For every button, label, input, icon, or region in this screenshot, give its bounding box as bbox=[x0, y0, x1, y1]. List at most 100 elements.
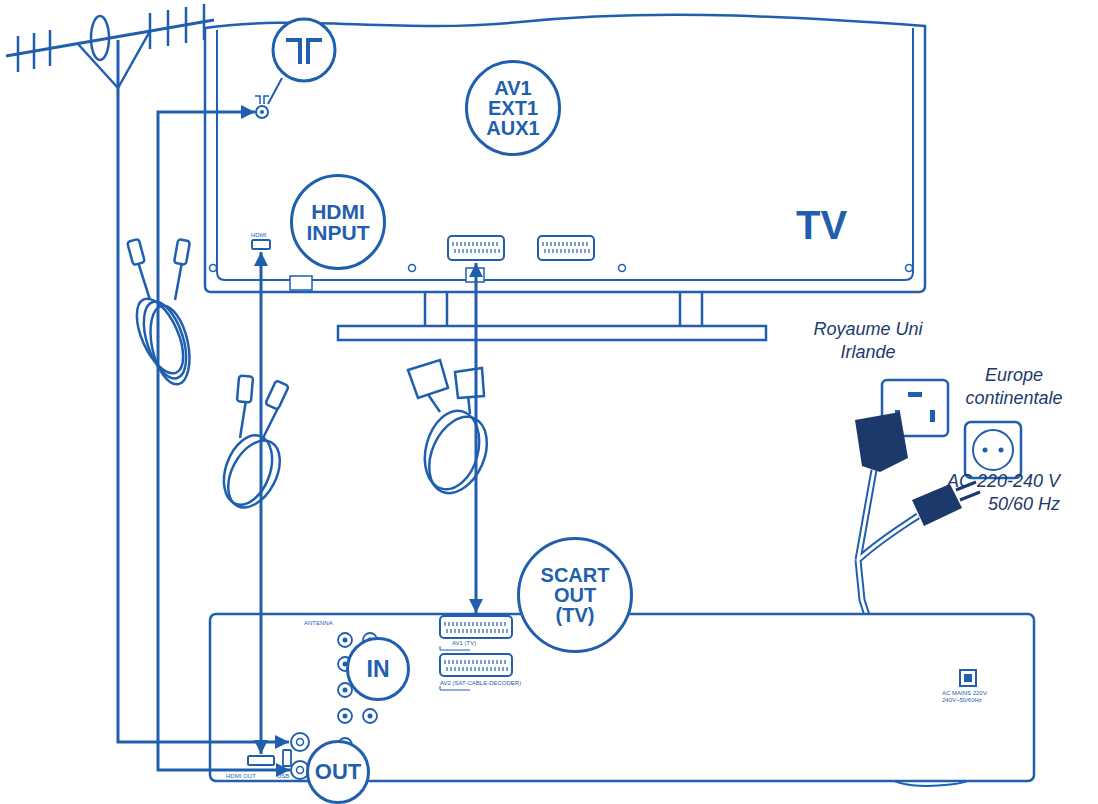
scart-pin bbox=[588, 249, 589, 253]
coax-plug bbox=[127, 239, 145, 265]
hdmi-cable bbox=[215, 375, 290, 516]
mains-pin bbox=[964, 674, 972, 682]
callout-text: AV1 EXT1 AUX1 bbox=[483, 78, 543, 138]
jack-pin bbox=[343, 714, 348, 719]
scart-pin bbox=[464, 622, 465, 626]
scart-pin bbox=[478, 249, 479, 253]
scart-pin bbox=[506, 667, 507, 671]
scart-pin bbox=[484, 622, 485, 626]
antenna-socket bbox=[256, 106, 268, 118]
scart-cable bbox=[408, 360, 498, 502]
scart-pin bbox=[542, 242, 543, 246]
scart-pin bbox=[454, 667, 455, 671]
socket-ring bbox=[973, 430, 1013, 470]
cable-loop bbox=[418, 408, 498, 502]
scart-pin bbox=[496, 660, 497, 664]
scart-pin bbox=[488, 242, 489, 246]
scart-pin bbox=[488, 622, 489, 626]
scart-pin bbox=[474, 667, 475, 671]
usb-port bbox=[283, 750, 291, 766]
voltage-label: AC 220-240 V 50/60 Hz bbox=[926, 470, 1060, 515]
scart-pin bbox=[554, 242, 555, 246]
scart-pin bbox=[586, 242, 587, 246]
scart-pin bbox=[578, 242, 579, 246]
scart-pin bbox=[476, 242, 477, 246]
notch bbox=[466, 268, 484, 282]
scart-pin bbox=[486, 667, 487, 671]
tv-panel bbox=[217, 28, 913, 280]
socket-hole bbox=[983, 448, 988, 453]
screw bbox=[409, 265, 416, 272]
callout-circle: IN bbox=[346, 637, 410, 701]
port-label: AV2 (SAT-CABLE-DECODER) bbox=[440, 680, 550, 687]
scart-pin bbox=[458, 249, 459, 253]
scart-pin bbox=[482, 629, 483, 633]
scart-pin bbox=[574, 242, 575, 246]
scart-pin bbox=[570, 242, 571, 246]
scart-pin bbox=[546, 242, 547, 246]
scart-pin bbox=[498, 629, 499, 633]
scart-pin bbox=[548, 249, 549, 253]
region-label: Royaume Uni Irlande bbox=[800, 318, 936, 363]
device-title: TV bbox=[796, 203, 866, 247]
scart-pin bbox=[544, 249, 545, 253]
cable-end bbox=[240, 400, 246, 438]
screw bbox=[210, 265, 217, 272]
scart-pin bbox=[456, 622, 457, 626]
stand-post bbox=[425, 290, 447, 328]
scart-pin bbox=[472, 660, 473, 664]
callout-circle: SCART OUT (TV) bbox=[517, 537, 633, 653]
scart-pin bbox=[490, 667, 491, 671]
jack-pin bbox=[343, 638, 348, 643]
scart-pin bbox=[506, 629, 507, 633]
stand-post bbox=[680, 290, 702, 328]
hdmi-plug bbox=[265, 380, 289, 409]
scart-pin bbox=[446, 629, 447, 633]
scart-pin bbox=[460, 622, 461, 626]
scart-pin bbox=[474, 249, 475, 253]
cable-end bbox=[138, 262, 150, 300]
tv-stand bbox=[338, 290, 766, 340]
scart-pin bbox=[472, 622, 473, 626]
cable-loop bbox=[136, 296, 195, 383]
scart-pin bbox=[480, 660, 481, 664]
stand-base bbox=[338, 326, 766, 340]
scart-pin bbox=[472, 242, 473, 246]
tv-set: TVHDMIHDMI INPUTAV1 EXT1 AUX1 bbox=[203, 12, 927, 296]
scart-pin bbox=[454, 249, 455, 253]
scart-pin bbox=[496, 242, 497, 246]
scart-pin bbox=[462, 629, 463, 633]
cable-loop bbox=[127, 292, 192, 380]
hdmi-plug bbox=[237, 375, 253, 402]
scart-pin bbox=[560, 249, 561, 253]
cable-end bbox=[175, 262, 182, 300]
scart-pin bbox=[476, 622, 477, 626]
scart-pin bbox=[460, 660, 461, 664]
scart-pin bbox=[568, 249, 569, 253]
scart-pin bbox=[484, 242, 485, 246]
socket-pin bbox=[297, 739, 304, 746]
rca-jack bbox=[338, 633, 352, 647]
jack-pin bbox=[343, 688, 348, 693]
scart-pin bbox=[486, 249, 487, 253]
scart-pin bbox=[502, 629, 503, 633]
scart-pin bbox=[456, 242, 457, 246]
eu-wall-socket bbox=[965, 422, 1021, 478]
scart-port bbox=[440, 616, 512, 638]
coax-plug bbox=[174, 239, 190, 265]
cable-loop bbox=[417, 405, 488, 496]
screw bbox=[906, 265, 913, 272]
scart-pin bbox=[488, 660, 489, 664]
scart-pin bbox=[484, 660, 485, 664]
scart-pin bbox=[466, 249, 467, 253]
tv-outline bbox=[205, 15, 925, 292]
scart-pin bbox=[550, 242, 551, 246]
scart-pin bbox=[478, 667, 479, 671]
scart-pin bbox=[480, 622, 481, 626]
aerial-bracket bbox=[78, 31, 150, 88]
scart-pin bbox=[468, 622, 469, 626]
hdmi-port bbox=[248, 756, 274, 765]
scart-pin bbox=[464, 242, 465, 246]
scart-plug bbox=[408, 360, 448, 398]
callout-text: IN bbox=[353, 658, 403, 681]
